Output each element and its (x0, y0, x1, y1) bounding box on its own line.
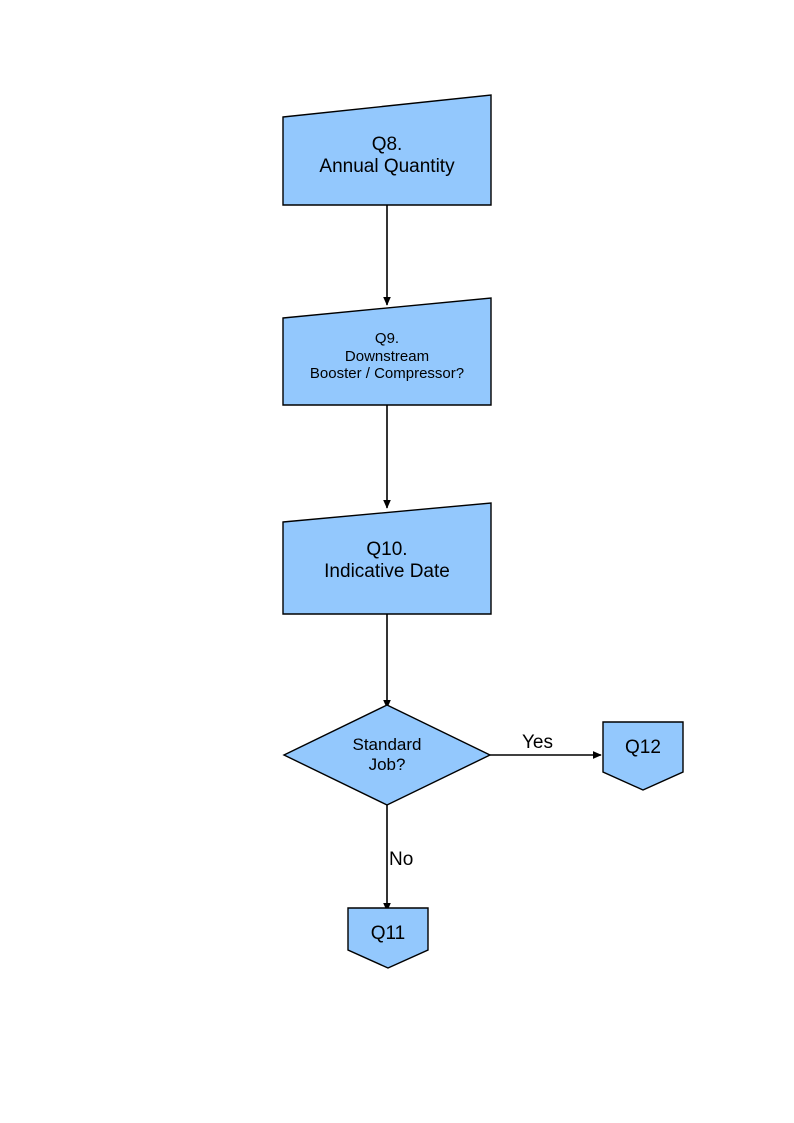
node-q11-shape[interactable] (347, 907, 429, 969)
edge-label-yes: Yes (522, 732, 553, 753)
node-q12-shape[interactable] (602, 721, 684, 791)
edge-label-no: No (389, 849, 414, 870)
node-q10-shape[interactable] (282, 502, 492, 615)
node-q8-shape[interactable] (282, 94, 492, 206)
node-q9-shape[interactable] (282, 297, 492, 406)
node-decision-shape[interactable] (282, 704, 492, 806)
